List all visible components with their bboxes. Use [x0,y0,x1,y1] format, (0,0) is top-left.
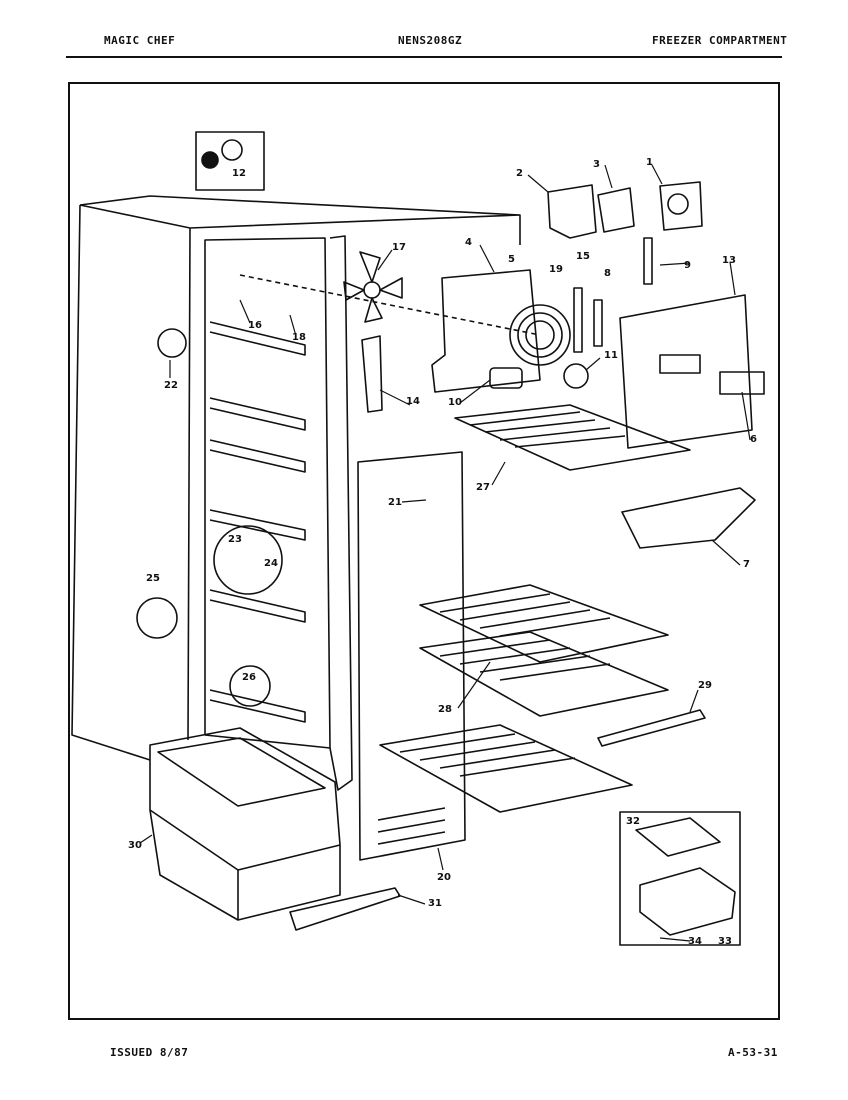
part-1-switch [659,181,703,231]
shelf-middle [419,584,669,663]
fan-motor [509,304,571,366]
diagram-frame [68,82,780,1020]
shelf-lower [419,631,669,717]
callout-18: 18 [292,332,306,343]
callout-6: 6 [750,434,757,445]
issue-date: ISSUED 8/87 [110,1046,189,1059]
shelf-rail [209,689,306,723]
part-22-circle [157,328,187,358]
callout-30: 30 [128,840,142,851]
callout-7: 7 [743,559,750,570]
header-rule [66,56,782,58]
callout-5: 5 [508,254,515,265]
callout-22: 22 [164,380,178,391]
callout-4: 4 [465,237,472,248]
back-panel [357,451,466,861]
cover-label [719,371,765,395]
shelf-rail [209,397,306,431]
model-number: NENS208GZ [398,34,463,47]
callout-2: 2 [516,168,523,179]
light-bulb [563,363,589,389]
callout-15: 15 [576,251,590,262]
callout-21: 21 [388,497,402,508]
freezer-liner [204,237,331,749]
part-12-inset [195,131,265,191]
strip-9 [643,237,653,285]
ice-tray-inset [619,811,741,946]
page-code: A-53-31 [728,1046,778,1059]
callout-27: 27 [476,482,490,493]
callout-23: 23 [228,534,242,545]
ice-bin [639,867,736,936]
strip-15 [573,287,583,353]
motor-mount-plate [431,269,541,393]
callout-28: 28 [438,704,452,715]
callout-10: 10 [448,397,462,408]
part-3-clip [597,187,635,233]
fan-blade [343,251,403,323]
part-23-24-circle [213,525,283,595]
brand-label: MAGIC CHEF [104,34,176,47]
callout-13: 13 [722,255,736,266]
light-socket [489,367,523,389]
callout-1: 1 [646,157,653,168]
shelf-rail [209,439,306,473]
strip-8 [593,299,603,347]
trim-29 [597,709,706,747]
callout-25: 25 [146,573,160,584]
callout-33: 33 [718,936,732,947]
vent-slots [377,807,446,845]
bin-7 [621,487,756,549]
callout-12: 12 [232,168,246,179]
shelf-bottom [379,724,633,813]
callout-9: 9 [684,260,691,271]
callout-29: 29 [698,680,712,691]
shelf-top [454,404,691,471]
callout-20: 20 [437,872,451,883]
callout-11: 11 [604,350,618,361]
part-2-bracket [547,184,597,239]
shelf-rail [209,509,306,541]
shelf-rail [209,321,306,356]
callout-17: 17 [392,242,406,253]
callout-8: 8 [604,268,611,279]
callout-16: 16 [248,320,262,331]
evaporator-cover [619,294,753,449]
shelf-rail [209,589,306,623]
callout-31: 31 [428,898,442,909]
cover-vent [659,354,701,374]
callout-24: 24 [264,558,278,569]
part-25-circle [136,597,178,639]
callout-26: 26 [242,672,256,683]
bracket [361,335,383,413]
ice-tray [635,817,721,857]
section-title: FREEZER COMPARTMENT [652,34,788,47]
callout-19: 19 [549,264,563,275]
dashed-axis [239,274,541,336]
part-26-circle [229,665,271,707]
callout-32: 32 [626,816,640,827]
trim-31 [289,887,401,931]
callout-3: 3 [593,159,600,170]
callout-34: 34 [688,936,702,947]
callout-14: 14 [406,396,420,407]
liner-divider [329,235,353,791]
cabinet-shell [71,195,521,761]
